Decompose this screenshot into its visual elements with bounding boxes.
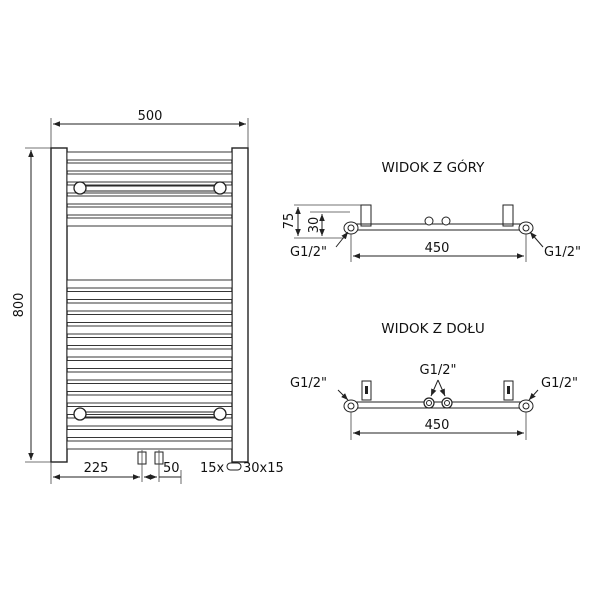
top-view: WIDOK Z GÓRY 75 30 G1/2" G1/2" 450 [282, 158, 581, 262]
rung-10 [66, 302, 233, 312]
top-view-title: WIDOK Z GÓRY [382, 158, 486, 176]
bottom-right-thread-label: G1/2" [541, 376, 578, 391]
oval-tube-icon [226, 462, 242, 471]
bracket-bottom-right [213, 407, 227, 421]
left-offset-label: 225 [84, 461, 109, 476]
top-right-thread-label: G1/2" [544, 245, 581, 260]
rung-19 [66, 406, 233, 415]
rung-3 [66, 173, 233, 183]
bracket-top-left [73, 181, 87, 195]
rung-15 [66, 360, 233, 369]
pipe-spacing-label: 50 [163, 461, 180, 476]
bottom-left-thread-label: G1/2" [290, 376, 327, 391]
rung-16 [66, 371, 233, 381]
rung-21 [66, 429, 233, 438]
bottom-view-title: WIDOK Z DOŁU [381, 321, 485, 337]
rung-7 [66, 217, 233, 227]
height-label: 800 [12, 293, 27, 318]
width-label: 500 [138, 109, 163, 124]
rung-1 [66, 151, 233, 161]
left-upright [50, 147, 68, 463]
rung-2 [66, 162, 233, 172]
bottom-center-thread-label: G1/2" [420, 363, 457, 378]
bottom-bracket-left [361, 380, 372, 401]
bracket-bottom-left [73, 407, 87, 421]
width-dimension: 500 [50, 109, 249, 148]
bottom-view: WIDOK Z DOŁU G1/2" G1/2" G1/2" 450 [290, 321, 578, 440]
bottom-dimensions: 225 50 15x 30x15 [50, 461, 284, 484]
rung-6 [66, 206, 233, 216]
top-pipe-right [441, 216, 451, 226]
rung-20 [66, 417, 233, 427]
rung-13 [66, 337, 233, 346]
right-upright [231, 147, 249, 463]
top-spacing-label: 450 [425, 241, 450, 256]
rung-12 [66, 325, 233, 335]
rung-9 [66, 291, 233, 300]
rung-5 [66, 195, 233, 205]
depth-inner-label: 30 [307, 217, 322, 234]
bottom-spacing-label: 450 [425, 418, 450, 433]
top-left-thread-label: G1/2" [290, 245, 327, 260]
tube-label-suffix: 30x15 [243, 461, 284, 476]
height-dimension: 800 [12, 147, 65, 463]
rung-18 [66, 394, 233, 404]
rungs [66, 151, 233, 450]
top-pipe-left [424, 216, 434, 226]
rung-4 [66, 184, 233, 194]
rung-17 [66, 383, 233, 392]
rung-11 [66, 314, 233, 323]
bracket-top-right [213, 181, 227, 195]
top-bracket-left [360, 204, 372, 227]
rung-14 [66, 348, 233, 358]
mounting-brackets [73, 181, 227, 421]
top-bracket-right [502, 204, 514, 227]
rung-22 [66, 440, 233, 450]
depth-outer-label: 75 [282, 213, 297, 230]
bottom-bracket-right [503, 380, 514, 401]
front-view: 500 800 [12, 109, 284, 484]
tube-label-prefix: 15x [200, 461, 225, 476]
rung-8 [66, 279, 233, 289]
